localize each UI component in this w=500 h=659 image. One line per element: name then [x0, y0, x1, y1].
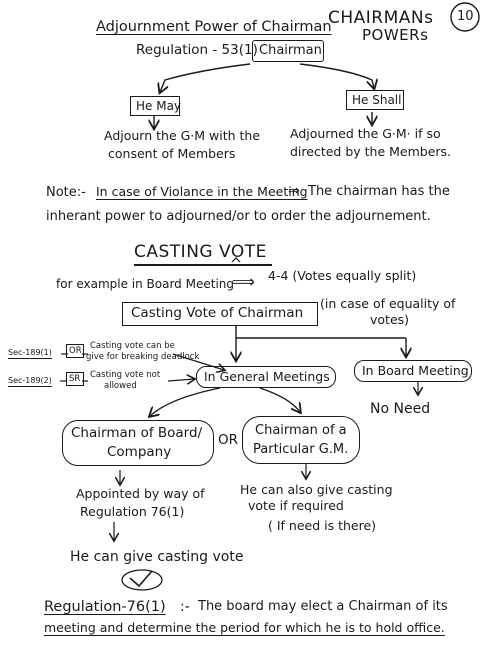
casting-heading: CASTING VOTE: [134, 242, 267, 262]
can-also-line1: He can also give casting: [240, 482, 393, 497]
may-line2: consent of Members: [108, 146, 236, 161]
note-underlined: In case of Violance in the Meeting: [96, 184, 308, 199]
appointed-line2: Regulation 76(1): [80, 504, 185, 519]
footer-line1: The board may elect a Chairman of its: [198, 599, 448, 614]
sr-note-line2: allowed: [104, 381, 137, 391]
board-meeting-box: In Board Meeting: [354, 360, 472, 382]
chairman-board-line2: Company: [107, 444, 172, 460]
he-may-label: He May: [136, 99, 182, 113]
chairman-gm-line1: Chairman of a: [255, 423, 347, 438]
may-line1: Adjourn the G·M with the: [104, 128, 261, 143]
he-shall-label: He Shall: [352, 93, 402, 107]
branch-line-left: [160, 63, 251, 92]
casting-heading-underline: [134, 264, 272, 266]
casting-vote-label: Casting Vote of Chairman: [131, 305, 304, 321]
general-meetings-label: In General Meetings: [204, 369, 330, 384]
branch-line-right: [299, 63, 374, 88]
casting-vote-box: Casting Vote of Chairman: [122, 302, 318, 326]
general-left-branch: [150, 387, 221, 416]
can-give-vote: He can give casting vote: [70, 549, 244, 565]
chairman-gm-line2: Particular G.M.: [253, 442, 349, 457]
sec-189-1: Sec-189(1): [8, 348, 52, 357]
chairman-board-box: Chairman of Board/ Company: [62, 420, 214, 466]
note-arrow: ⇒: [288, 183, 300, 199]
example-text: for example in Board Meeting: [56, 277, 234, 291]
footer-line2: meeting and determine the period for whi…: [44, 620, 445, 635]
board-meeting-label: In Board Meeting: [362, 363, 469, 378]
or-label: OR: [69, 346, 82, 356]
side-note-powers: POWERs: [362, 26, 429, 44]
footer-ref: Regulation-76(1): [44, 599, 166, 615]
chairman-gm-box: Chairman of a Particular G.M.: [242, 416, 360, 464]
can-also-line3: ( If need is there): [268, 518, 377, 533]
sec-189-2: Sec-189(2): [8, 376, 52, 385]
check-ellipse: [121, 569, 163, 591]
footer-colon: :-: [180, 599, 190, 615]
or-note-line1: Casting vote can be: [90, 341, 175, 351]
page-title: Adjournment Power of Chairman: [96, 19, 332, 35]
side-note-chairmans: CHAIRMANs: [328, 8, 434, 28]
chairman-box: Chairman: [252, 40, 324, 62]
shall-line2: directed by the Members.: [290, 144, 452, 159]
note-line2: inherant power to adjourned/or to order …: [46, 209, 431, 224]
appointed-line1: Appointed by way of: [76, 486, 205, 501]
general-right-branch: [259, 387, 300, 412]
sr-box: SR: [66, 372, 84, 386]
sr-note-line1: Casting vote not: [90, 370, 161, 380]
or-connector: OR: [218, 432, 239, 448]
sr-label: SR: [69, 374, 81, 384]
shall-line1: Adjourned the G·M· if so: [290, 126, 441, 141]
casting-note-line1: (in case of equality of: [320, 296, 456, 311]
general-meetings-box: In General Meetings: [196, 366, 336, 388]
chairman-board-line1: Chairman of Board/: [71, 425, 203, 441]
no-need: No Need: [370, 401, 431, 417]
note-line1-rest: The chairman has the: [308, 184, 450, 199]
example-arrow: ⟹: [232, 272, 255, 291]
casting-note-line2: votes): [370, 312, 410, 327]
chairman-label: Chairman: [259, 43, 322, 58]
page-number: 10: [457, 9, 474, 24]
or-box: OR: [66, 344, 84, 358]
he-may-box: He May: [130, 96, 182, 116]
check-mark: [129, 570, 153, 588]
note-prefix: Note:-: [46, 185, 86, 200]
sr-to-general-arrow: [167, 379, 194, 381]
he-shall-box: He Shall: [346, 90, 404, 110]
regulation-ref: Regulation - 53(1): [136, 42, 258, 58]
can-also-line2: vote if required: [248, 498, 344, 513]
example-result: 4-4 (Votes equally split): [268, 268, 417, 283]
or-note-line2: give for breaking deadlock: [86, 352, 200, 362]
